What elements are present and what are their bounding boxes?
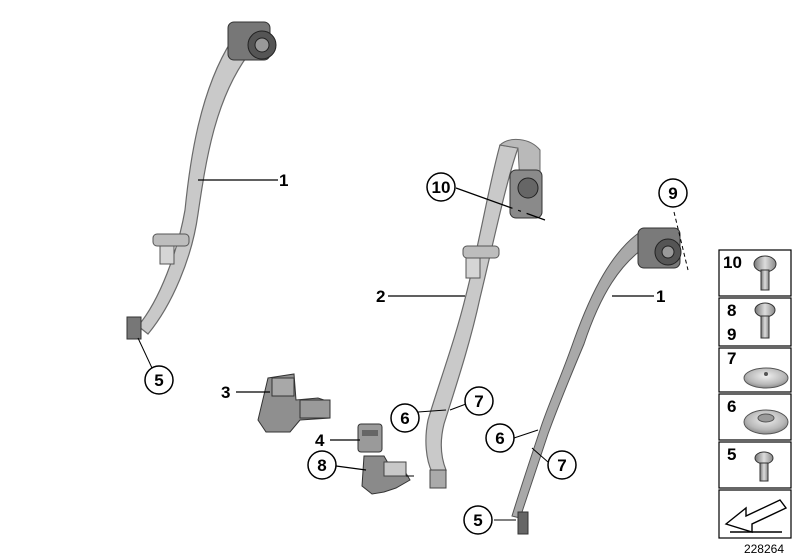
callout-9: 9	[668, 184, 677, 203]
cover-cap-large-icon	[743, 409, 789, 435]
callout-5-right-circle	[463, 505, 493, 535]
tile-5-label: 5	[727, 445, 736, 464]
callout-2: 2	[376, 287, 385, 306]
tile-arrow	[718, 489, 792, 539]
callout-8: 8	[317, 456, 326, 475]
leader-c6b	[513, 429, 539, 439]
belt-guide-left	[152, 233, 190, 265]
leader-c6a	[417, 409, 447, 413]
cover-cap-icon	[743, 367, 789, 389]
callout-3: 3	[221, 383, 230, 402]
callout-7-right: 7	[557, 456, 566, 475]
callout-9-circle	[658, 178, 688, 208]
leader-c7b	[531, 447, 549, 463]
buckle-part-8	[361, 455, 411, 495]
leader-c8	[335, 465, 367, 471]
callout-5-left-circle	[144, 365, 174, 395]
leader-c5a	[137, 337, 153, 369]
drawing-number: 228264	[743, 542, 784, 556]
belt-center-assembly	[388, 138, 546, 489]
parts-sidebar: 10 8 9 7 6	[718, 249, 792, 539]
leader-c7a	[449, 403, 467, 411]
buckle-part-3	[257, 373, 331, 433]
tile-8-9: 8 9	[718, 297, 792, 347]
leader-c9	[673, 211, 689, 271]
anchor-center	[429, 469, 447, 489]
callout-6-center-circle	[390, 403, 420, 433]
anchor-left	[126, 316, 142, 340]
callout-7-center-circle	[464, 386, 494, 416]
buckle-assembly	[236, 373, 414, 495]
tile-6-label: 6	[727, 397, 736, 416]
callout-4: 4	[315, 431, 325, 450]
tile-5: 5	[718, 441, 792, 489]
callout-6-center: 6	[400, 409, 409, 428]
belt-left-assembly	[126, 21, 278, 369]
belt-right-strap	[511, 231, 651, 519]
callout-7-center: 7	[474, 392, 483, 411]
leader-c10	[455, 187, 546, 221]
callout-10-circle	[426, 172, 456, 202]
arrow-icon	[724, 499, 788, 533]
callout-5-left: 5	[154, 371, 163, 390]
torx-bolt-small-icon	[754, 451, 774, 482]
belt-right-assembly	[494, 211, 689, 535]
callout-5-right: 5	[473, 511, 482, 530]
belt-left-strap	[137, 39, 249, 335]
tile-7-label: 7	[727, 349, 736, 368]
buckle-part-4	[357, 423, 383, 453]
tile-10: 10	[718, 249, 792, 297]
tile-7: 7	[718, 347, 792, 393]
callout-8-circle	[307, 450, 337, 480]
torx-bolt-short-icon	[754, 302, 776, 339]
anchor-right	[517, 511, 529, 535]
callout-10: 10	[432, 178, 451, 197]
retractor-right	[637, 227, 682, 269]
tile-9-label: 9	[727, 325, 736, 344]
tile-8-label: 8	[727, 301, 736, 320]
callout-7-right-circle	[547, 450, 577, 480]
tile-6: 6	[718, 393, 792, 441]
belt-guide-center	[462, 245, 500, 279]
callout-6-right: 6	[495, 429, 504, 448]
retractor-left	[227, 21, 277, 61]
callout-6-right-circle	[485, 423, 515, 453]
callouts: 1 5 10 2 3 4 8 6 7 9 1 6 7 5	[144, 171, 688, 535]
retractor-center	[509, 169, 543, 219]
callout-1-left: 1	[279, 171, 288, 190]
callout-1-right: 1	[656, 287, 665, 306]
torx-bolt-icon	[753, 255, 777, 291]
tile-10-label: 10	[723, 253, 742, 272]
